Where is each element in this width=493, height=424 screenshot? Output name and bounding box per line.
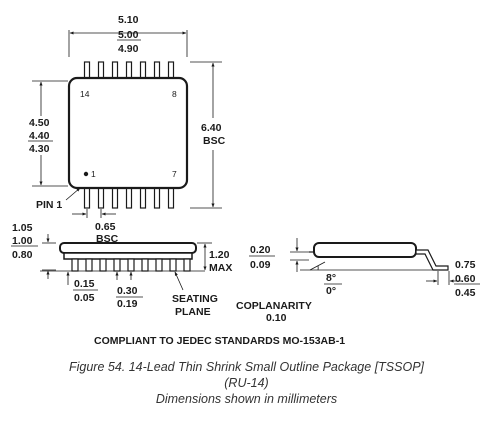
end-view: 0.20 0.09 8° 0° 0.75 0.60 0.45 [249, 238, 480, 299]
pitch-value: 0.65 [95, 221, 116, 233]
pin1-number: 1 [91, 169, 96, 179]
bottom-leads [83, 185, 175, 209]
lead-width-max: 0.30 [117, 285, 138, 297]
standoff-nom: 1.00 [12, 235, 33, 247]
foot-max: 0.15 [74, 278, 95, 290]
coplanarity-value: 0.10 [266, 312, 287, 324]
standoff-max: 1.05 [12, 222, 33, 234]
height-max-value: 1.20 [209, 249, 230, 261]
height-min: 4.30 [29, 143, 50, 155]
pin7-label: 7 [172, 169, 177, 179]
lead-thickness-min: 0.09 [250, 259, 271, 271]
package-body-side [59, 242, 197, 254]
seating-plane-label-2: PLANE [175, 306, 211, 318]
foot-min: 0.05 [74, 292, 95, 304]
lead-thickness-max: 0.20 [250, 244, 271, 256]
height-max-label: MAX [209, 262, 232, 274]
foot-length-max: 0.75 [455, 259, 476, 271]
pin1-callout: PIN 1 [36, 199, 62, 211]
figure-caption-package-code: (RU-14) [224, 376, 269, 390]
width-max: 5.10 [118, 14, 139, 26]
width-min: 4.90 [118, 43, 139, 55]
span-value: 6.40 [201, 122, 222, 134]
figure-caption-units: Dimensions shown in millimeters [155, 392, 338, 406]
pin1-dot [83, 171, 89, 177]
width-nom: 5.00 [118, 29, 139, 41]
package-body-top [67, 76, 189, 190]
angle-max: 8° [326, 272, 336, 284]
pin8-label: 8 [172, 89, 177, 99]
foot-length-min: 0.45 [455, 287, 476, 299]
side-view: 1.05 1.00 0.80 1.20 MAX 0.15 [11, 222, 312, 324]
figure-caption-title: Figure 54. 14-Lead Thin Shrink Small Out… [68, 360, 425, 374]
height-nom: 4.40 [29, 130, 50, 142]
lead-width-min: 0.19 [117, 298, 138, 310]
pin14-label: 14 [80, 89, 90, 99]
standoff-min: 0.80 [12, 249, 33, 261]
top-view: 14 8 1 7 5.10 5.00 4.90 4.50 4.40 4.30 6… [28, 14, 226, 245]
height-max: 4.50 [29, 117, 50, 129]
compliance-note: COMPLIANT TO JEDEC STANDARDS MO-153AB-1 [94, 335, 345, 347]
angle-min: 0° [326, 285, 336, 297]
gull-wing-lead [415, 249, 449, 271]
package-body-end [313, 242, 417, 258]
seating-plane-label-1: SEATING [172, 293, 218, 305]
span-bsc: BSC [203, 135, 226, 147]
top-leads [83, 61, 175, 81]
coplanarity-label: COPLANARITY [236, 300, 312, 312]
foot-length-nom: 0.60 [455, 273, 476, 285]
side-leads [71, 258, 191, 272]
